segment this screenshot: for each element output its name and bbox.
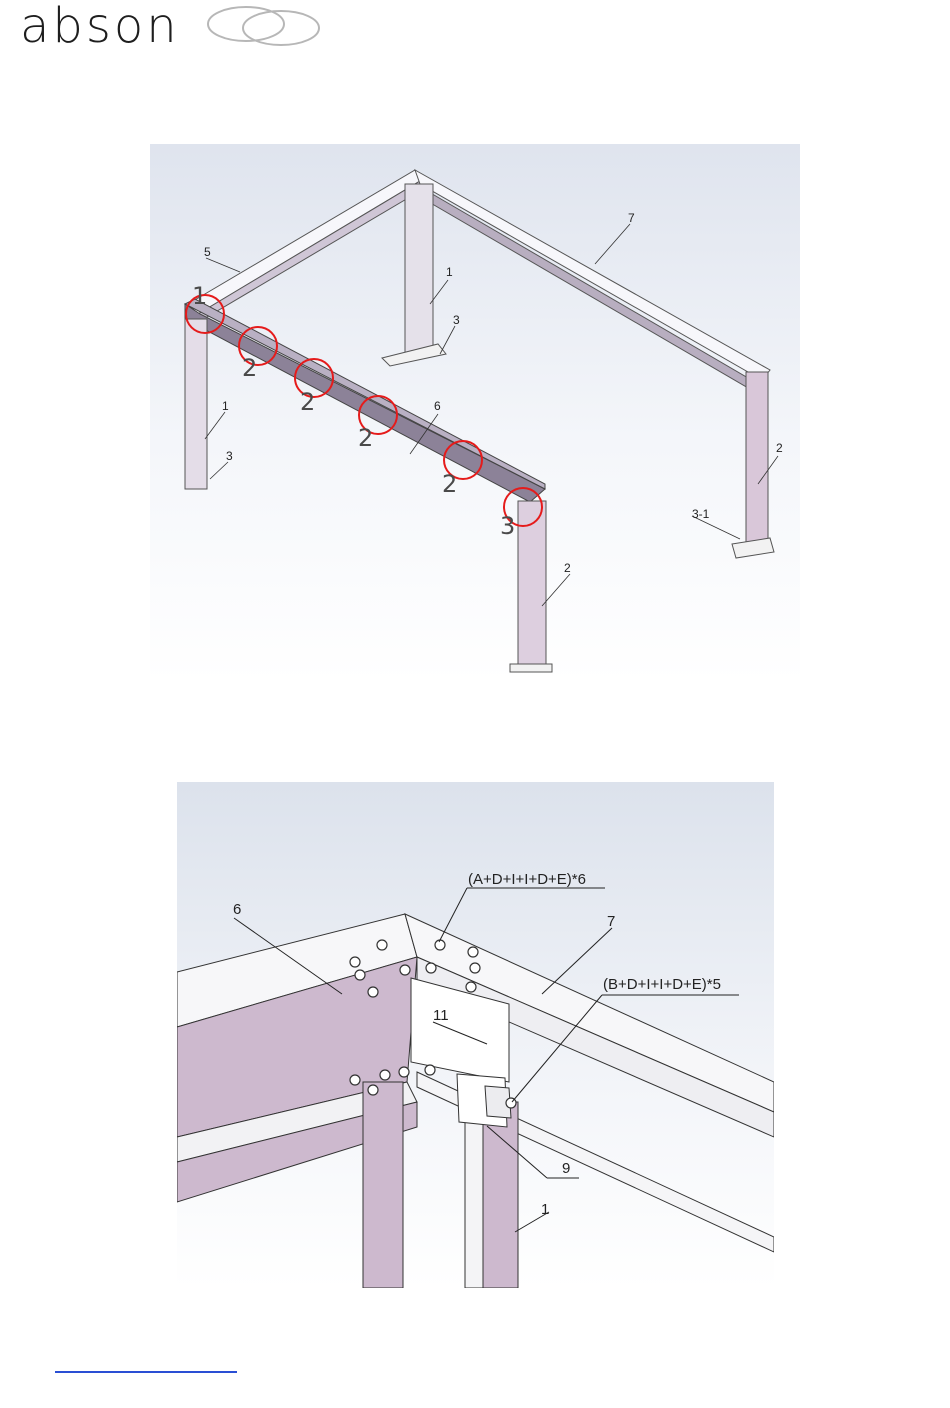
detail-formula-right: (B+D+I+I+D+E)*5 (603, 976, 721, 993)
detail-label-post: 1 (541, 1201, 549, 1218)
circle-marker: 3 (500, 512, 515, 540)
footer-link[interactable] (55, 1353, 237, 1373)
frame-overview-figure: 1 1 2 2 3 3 3-1 5 6 7 1 2 2 2 2 3 (150, 144, 800, 682)
part-label: 5 (204, 245, 211, 259)
part-label: 2 (564, 561, 571, 575)
brand-name: abson (20, 2, 180, 50)
corner-detail-figure: 6 7 11 9 1 (A+D+I+I+D+E)*6 (B+D+I+I+D+E)… (177, 782, 774, 1288)
part-label: 1 (446, 265, 453, 279)
circle-marker: 2 (442, 470, 457, 498)
part-label: 6 (434, 399, 441, 413)
detail-label-bracket: 11 (433, 1007, 449, 1024)
circle-marker: 2 (358, 424, 373, 452)
detail-label-beam-right: 7 (607, 913, 615, 930)
part-label: 3-1 (692, 507, 710, 521)
detail-formula-top: (A+D+I+I+D+E)*6 (468, 871, 586, 888)
part-label: 2 (776, 441, 783, 455)
circle-marker: 1 (192, 282, 207, 310)
brand-logo: abson (20, 0, 320, 60)
detail-label-beam-left: 6 (233, 901, 241, 918)
part-label: 1 (222, 399, 229, 413)
part-label: 3 (226, 449, 233, 463)
part-label: 3 (453, 313, 460, 327)
circle-marker: 2 (242, 354, 257, 382)
part-label: 7 (628, 211, 635, 225)
detail-label-plate: 9 (562, 1160, 570, 1177)
logo-rings-icon (206, 4, 326, 48)
circle-marker: 2 (300, 388, 315, 416)
